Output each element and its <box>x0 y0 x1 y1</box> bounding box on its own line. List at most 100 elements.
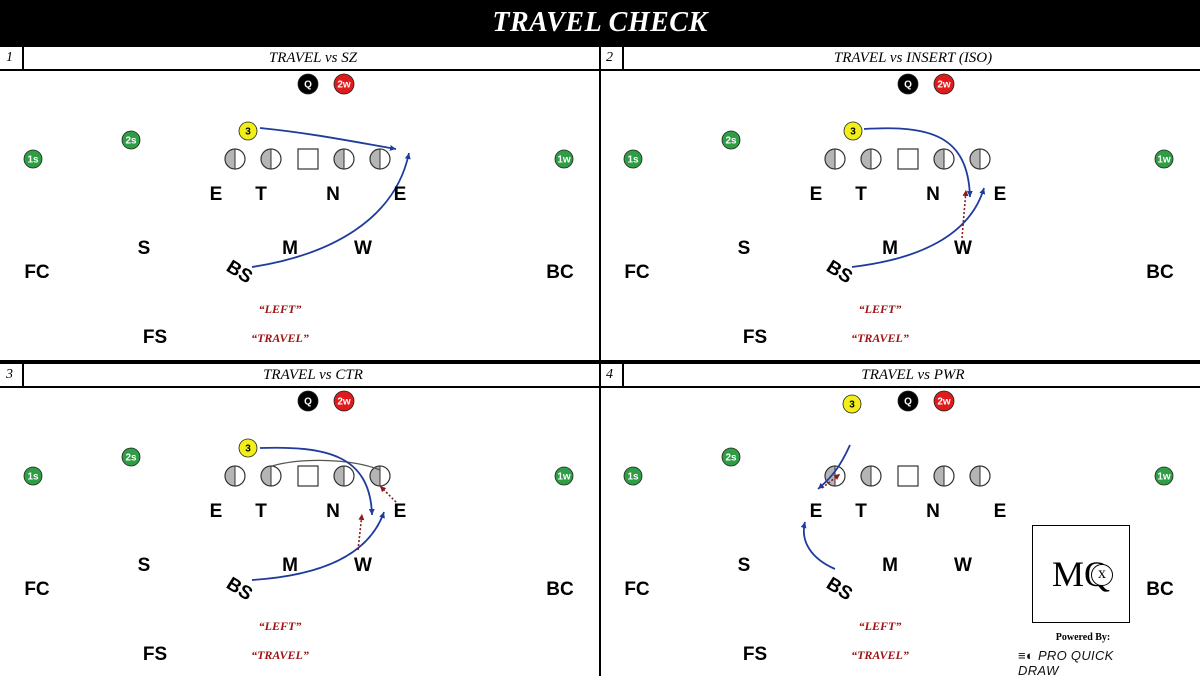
defender-t: T <box>855 184 867 205</box>
two-s-circle: 2s <box>121 130 141 150</box>
two-s-circle: 2s <box>721 130 741 150</box>
one-s-circle-label: 1s <box>27 472 39 483</box>
defender-t: T <box>855 501 867 522</box>
defender-s: S <box>738 238 751 259</box>
one-w-circle-label: 1w <box>1157 472 1171 483</box>
defender-s: S <box>738 555 751 576</box>
call-left: “LEFT” <box>259 619 302 633</box>
ol-right-guard <box>333 465 355 487</box>
ol-center <box>897 148 919 170</box>
route-4 <box>379 485 397 503</box>
defender-w: W <box>354 555 372 576</box>
defender-m: M <box>882 238 898 259</box>
q-circle-label: Q <box>304 80 312 91</box>
panel-number: 2 <box>600 47 624 69</box>
defender-fc: FC <box>624 579 650 600</box>
panel-header: 4 TRAVEL vs PWR <box>600 362 1200 388</box>
panel-title: TRAVEL vs CTR <box>263 367 363 383</box>
defender-fs: FS <box>743 644 767 665</box>
three-circle: 3 <box>238 438 258 458</box>
two-s-circle-label: 2s <box>725 453 737 464</box>
ol-right-tackle <box>369 148 391 170</box>
one-s-circle: 1s <box>623 149 643 169</box>
defender-m: M <box>882 555 898 576</box>
defender-bs: BS <box>222 256 256 288</box>
panel-header: 3 TRAVEL vs CTR <box>0 362 600 388</box>
defender-e-left: E <box>810 184 823 205</box>
pqd-brand-text: PRO QUICK DRAW <box>1018 648 1114 678</box>
two-s-circle-label: 2s <box>725 136 737 147</box>
panel-number: 4 <box>600 364 624 386</box>
ol-center <box>297 148 319 170</box>
logo-letters: MQ <box>1051 554 1110 594</box>
ol-left-tackle <box>824 148 846 170</box>
two-w-circle: 2w <box>933 390 955 412</box>
ol-left-tackle <box>224 465 246 487</box>
defender-e-left: E <box>810 501 823 522</box>
q-circle-label: Q <box>904 397 912 408</box>
horizontal-divider <box>0 360 1200 362</box>
defender-fc: FC <box>24 262 50 283</box>
ol-left-guard <box>860 148 882 170</box>
defender-bc: BC <box>546 262 574 283</box>
ol-left-guard <box>260 465 282 487</box>
logo-x-icon: x <box>1091 564 1113 586</box>
panel-title: TRAVEL vs SZ <box>268 50 358 66</box>
route-1 <box>259 127 397 151</box>
defender-fc: FC <box>624 262 650 283</box>
one-s-circle: 1s <box>23 149 43 169</box>
call-left: “LEFT” <box>859 302 902 316</box>
defender-t: T <box>255 501 267 522</box>
call-travel: “TRAVEL” <box>851 331 909 345</box>
two-w-circle: 2w <box>933 73 955 95</box>
ol-right-guard <box>333 148 355 170</box>
defender-fs: FS <box>143 644 167 665</box>
defender-bc: BC <box>1146 262 1174 283</box>
two-s-circle: 2s <box>121 447 141 467</box>
two-w-circle-label: 2w <box>937 397 951 408</box>
call-travel: “TRAVEL” <box>851 648 909 662</box>
ol-right-guard <box>933 465 955 487</box>
route-1 <box>259 446 375 516</box>
pqd-logo-icon: ≡◐ <box>1018 648 1038 663</box>
panel-title: TRAVEL vs PWR <box>861 367 965 383</box>
one-w-circle-label: 1w <box>1157 155 1171 166</box>
ol-left-guard <box>860 465 882 487</box>
one-w-circle: 1w <box>1154 466 1174 486</box>
powered-by-label: Powered By: <box>1055 632 1111 643</box>
panel-number: 3 <box>0 364 24 386</box>
two-w-circle: 2w <box>333 73 355 95</box>
one-w-circle: 1w <box>554 149 574 169</box>
ol-left-guard <box>260 148 282 170</box>
call-left: “LEFT” <box>259 302 302 316</box>
route-2 <box>800 521 836 570</box>
defender-s: S <box>138 555 151 576</box>
defender-m: M <box>282 238 298 259</box>
three-circle-label: 3 <box>245 127 251 138</box>
three-circle: 3 <box>842 394 862 414</box>
defender-e-left: E <box>210 501 223 522</box>
defender-bc: BC <box>546 579 574 600</box>
one-w-circle-label: 1w <box>557 155 571 166</box>
two-w-circle-label: 2w <box>337 397 351 408</box>
mq-logo: MQ x <box>1032 525 1130 623</box>
one-s-circle-label: 1s <box>627 472 639 483</box>
route-2 <box>251 152 411 268</box>
route-2 <box>251 511 385 581</box>
defender-e-right: E <box>994 184 1007 205</box>
one-w-circle: 1w <box>1154 149 1174 169</box>
call-travel: “TRAVEL” <box>251 648 309 662</box>
ol-right-tackle <box>969 148 991 170</box>
defender-n: N <box>326 501 340 522</box>
defender-w: W <box>354 238 372 259</box>
two-w-circle-label: 2w <box>337 80 351 91</box>
